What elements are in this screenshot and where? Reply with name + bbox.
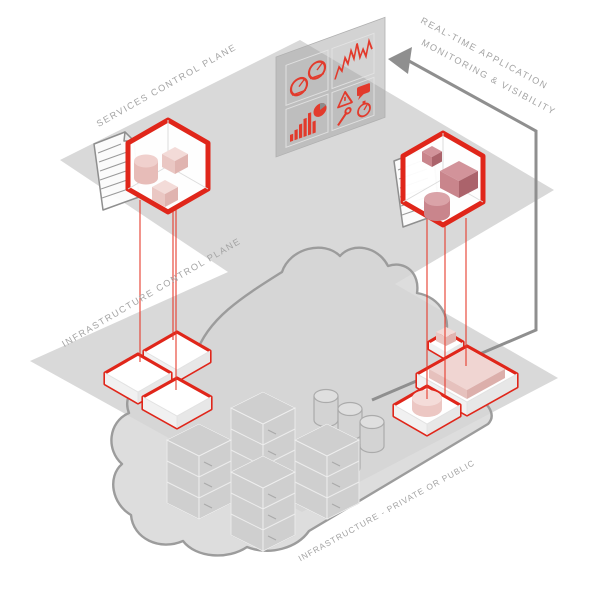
dashboard-cell [285,49,329,107]
cylinder-shape [134,161,158,185]
infra-tile [141,376,213,430]
label-monitoring: REAL-TIME APPLICATION MONITORING & VISIB… [419,15,558,117]
service-pod-right [400,130,486,228]
server-rack-icon [229,455,297,552]
dashboard-cell [331,76,375,132]
server-rack-icon [165,423,233,520]
warning-icon [337,90,353,109]
server-racks [165,388,385,552]
chat-bubble-icon [357,83,370,101]
stopwatch-icon [357,100,371,118]
infra-tile-group-left [103,330,213,430]
dashboard-cell [285,93,329,149]
gauge-icon [289,76,309,97]
pod-contents [134,147,188,207]
infra-tile-group-right [392,327,519,437]
gauge-icon [307,60,327,80]
bar-chart-icon [290,112,316,142]
server-rack-icon [293,423,361,520]
service-pod-left [125,117,211,215]
line-chart-icon [334,37,373,80]
infra-tile [392,384,462,437]
dashboard-cell [331,32,375,90]
wrench-icon [337,106,352,126]
pod-contents [422,146,478,221]
pie-chart-icon [313,103,327,117]
connection-lines [139,200,467,399]
monitoring-dashboard [275,16,386,158]
arrowhead-icon [388,47,412,74]
